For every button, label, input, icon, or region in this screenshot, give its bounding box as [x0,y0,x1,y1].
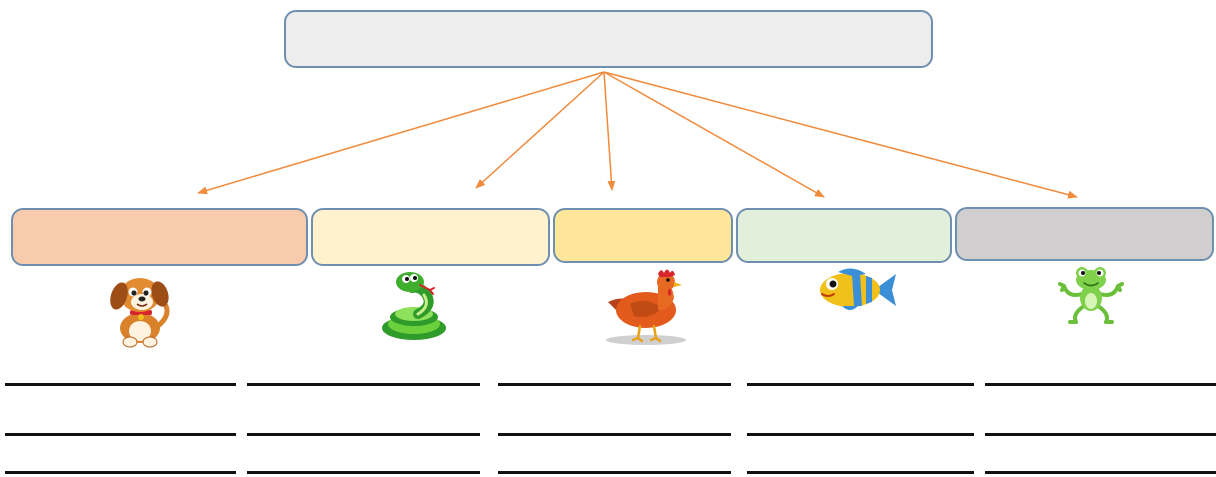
arrow-to-box-5 [603,71,1078,199]
answer-line-col2-row1[interactable] [247,383,480,386]
category-box-1[interactable] [11,208,308,266]
category-box-5[interactable] [955,207,1214,261]
arrow-to-box-2 [475,71,605,189]
top-category-box[interactable] [284,10,933,68]
answer-line-col5-row2[interactable] [985,433,1216,436]
category-box-2[interactable] [311,208,550,266]
arrow-to-box-4 [603,71,825,198]
category-box-4[interactable] [736,208,952,263]
answer-line-col3-row1[interactable] [498,383,731,386]
arrow-to-box-3 [603,71,616,191]
fish-icon [820,268,896,310]
hen-icon [606,269,686,345]
dog-icon [110,278,170,348]
frog-icon [1058,267,1124,324]
answer-line-col3-row3[interactable] [498,471,731,474]
answer-line-col4-row3[interactable] [747,471,974,474]
answer-line-col2-row3[interactable] [247,471,480,474]
answer-line-col1-row1[interactable] [5,383,236,386]
answer-line-col1-row2[interactable] [5,433,236,436]
answer-line-col1-row3[interactable] [5,471,236,474]
answer-line-col5-row1[interactable] [985,383,1216,386]
arrow-to-box-1 [197,71,605,195]
category-box-3[interactable] [553,208,733,263]
answer-line-col4-row1[interactable] [747,383,974,386]
answer-line-col5-row3[interactable] [985,471,1216,474]
answer-line-col2-row2[interactable] [247,433,480,436]
answer-line-col4-row2[interactable] [747,433,974,436]
snake-icon [382,272,446,340]
answer-line-col3-row2[interactable] [498,433,731,436]
